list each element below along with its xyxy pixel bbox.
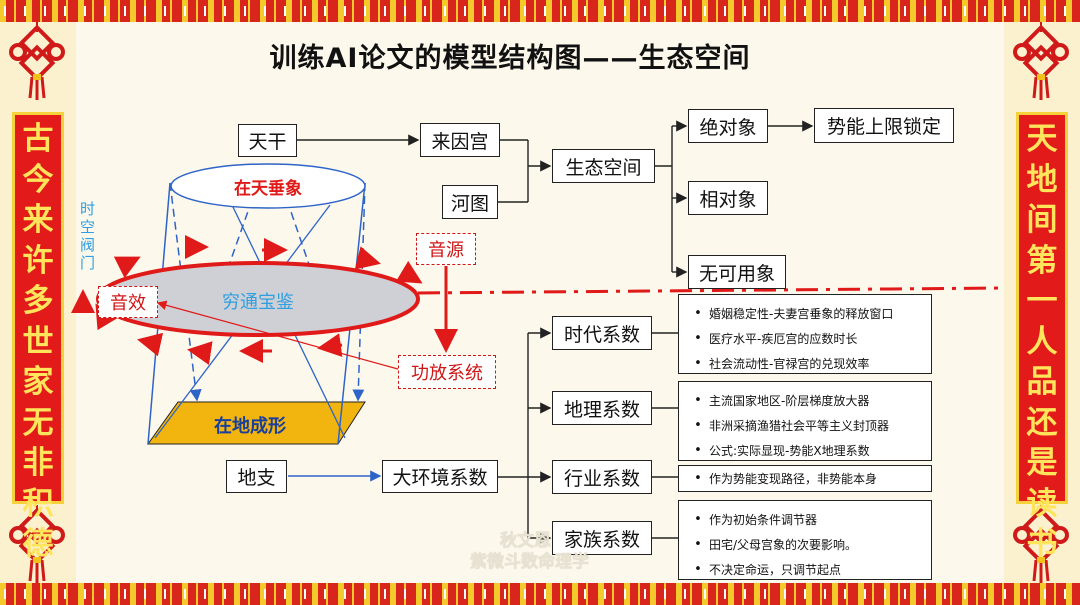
list-item: •婚姻稳定性-夫妻宫垂象的释放窗口 (687, 301, 931, 326)
node-laiyingong: 来因宫 (420, 123, 500, 157)
node-shengtai: 生态空间 (552, 149, 655, 183)
bullet: • (694, 356, 702, 371)
list-item: •公式:实际显现-势能X地理系数 (687, 438, 931, 463)
bottom-border (0, 583, 1080, 605)
bullet: • (694, 306, 702, 321)
info-box-dili: •主流国家地区-阶层梯度放大器 •非洲采摘渔猎社会平等主义封顶器 •公式:实际显… (678, 381, 932, 461)
top-ellipse (170, 163, 366, 209)
node-jiazu: 家族系数 (552, 521, 652, 555)
bullet: • (694, 537, 702, 552)
list-item: •主流国家地区-阶层梯度放大器 (687, 388, 931, 413)
node-shineng: 势能上限锁定 (814, 108, 954, 143)
chinese-knot-icon (9, 505, 65, 583)
bullet: • (694, 471, 702, 486)
amplifier-label: 功放系统 (398, 355, 496, 389)
watermark-line-1: 秋文恩 (500, 531, 551, 551)
separator-line (417, 286, 1005, 295)
sound-source-label: 音源 (416, 233, 476, 265)
bullet: • (694, 562, 702, 577)
middle-ellipse-label: 穷通宝鉴 (222, 292, 294, 313)
bullet: • (694, 443, 702, 458)
info-box-hangye: •作为势能变现路径，非势能本身 (678, 465, 932, 492)
bullet: • (694, 512, 702, 527)
list-item: •田宅/父母宫象的次要影响。 (687, 532, 931, 557)
node-jueduixiang: 绝对象 (688, 109, 768, 143)
node-dizhi: 地支 (226, 460, 287, 493)
right-couplet: 天地间第一人品还是读书 (1016, 112, 1068, 562)
chinese-knot-icon (1013, 22, 1069, 100)
info-box-jiazu: •作为初始条件调节器 •田宅/父母宫象的次要影响。 •不决定命运，只调节起点 (678, 500, 932, 580)
list-item: •非洲采摘渔猎社会平等主义封顶器 (687, 413, 931, 438)
watermark-line-2: 紫微斗数命理学 (470, 552, 589, 572)
top-ellipse-label: 在天垂象 (234, 179, 302, 199)
time-valve-label: 时空阀门 (80, 200, 96, 272)
left-couplet: 古今来许多世家无非积德 (12, 112, 64, 562)
chinese-knot-icon (1013, 505, 1069, 583)
node-xiangduixiang: 相对象 (688, 181, 768, 215)
list-item: •作为势能变现路径，非势能本身 (687, 466, 931, 491)
bullet: • (694, 393, 702, 408)
bottom-plane-label: 在地成形 (214, 416, 286, 437)
sound-effect-label: 音效 (98, 286, 158, 318)
bullet: • (694, 418, 702, 433)
node-hetu: 河图 (442, 185, 498, 219)
list-item: •不决定命运，只调节起点 (687, 557, 931, 582)
node-wukeyong: 无可用象 (688, 255, 786, 289)
chinese-knot-icon (9, 22, 65, 100)
page-title: 训练AI论文的模型结构图——生态空间 (269, 43, 751, 74)
top-border (0, 0, 1080, 22)
bullet: • (694, 331, 702, 346)
node-dahuanjing: 大环境系数 (382, 460, 498, 493)
info-box-shidai: •婚姻稳定性-夫妻宫垂象的释放窗口 •医疗水平-疾厄宫的应数时长 •社会流动性-… (678, 294, 932, 374)
list-item: •医疗水平-疾厄宫的应数时长 (687, 326, 931, 351)
node-tiangan: 天干 (238, 124, 297, 157)
node-shidai: 时代系数 (552, 316, 652, 350)
node-dili: 地理系数 (552, 391, 652, 425)
node-hangye: 行业系数 (552, 460, 652, 494)
list-item: •社会流动性-官禄宫的兑现效率 (687, 351, 931, 376)
list-item: •作为初始条件调节器 (687, 507, 931, 532)
